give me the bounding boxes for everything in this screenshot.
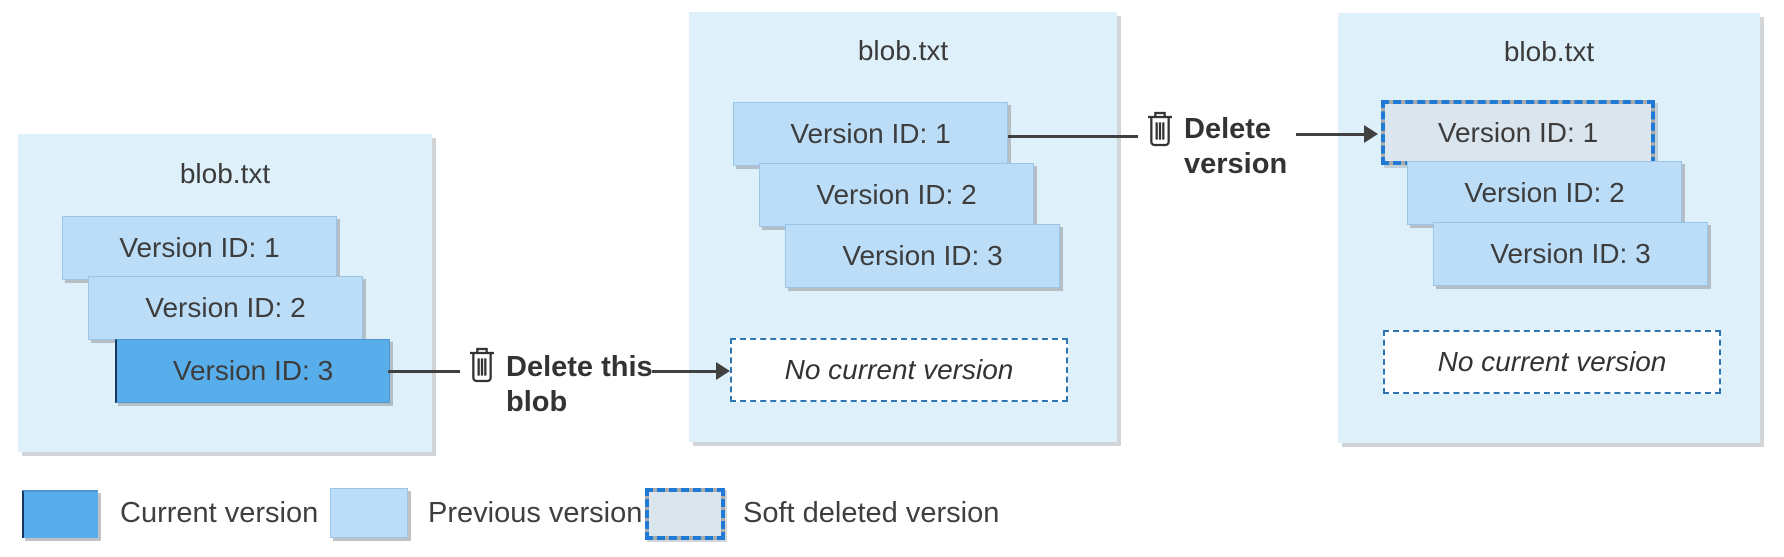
- legend-label-previous-version: Previous version: [428, 497, 643, 529]
- connector-line: [1008, 135, 1138, 138]
- version-label: Version ID: 1: [1437, 116, 1599, 148]
- version-box-previous: Version ID: 3: [1433, 222, 1708, 286]
- blob-panel-initial: blob.txt Version ID: 1 Version ID: 2 Ver…: [18, 134, 432, 452]
- version-box-previous: Version ID: 3: [785, 224, 1060, 288]
- arrow-line: [1296, 133, 1366, 136]
- connector-line: [388, 370, 460, 373]
- version-box-previous: Version ID: 1: [733, 102, 1008, 166]
- action-label-line1: Delete: [1184, 113, 1272, 145]
- blob-panel-after-delete-version: blob.txt Version ID: 1 Version ID: 2 Ver…: [1338, 13, 1760, 443]
- delete-version-label: Delete version: [1184, 112, 1287, 182]
- blob-name-title: blob.txt: [1503, 36, 1595, 67]
- legend-swatch-previous-version: [330, 488, 408, 538]
- trash-icon: [470, 347, 494, 383]
- version-label: Version ID: 2: [145, 292, 306, 323]
- version-box-previous: Version ID: 1: [62, 216, 337, 280]
- blob-name-title: blob.txt: [179, 158, 271, 189]
- blob-panel-after-delete-blob: blob.txt Version ID: 1 Version ID: 2 Ver…: [689, 12, 1117, 442]
- arrow-line: [652, 370, 718, 373]
- action-label-line2: blob: [506, 386, 568, 418]
- action-label-line1: Delete this: [506, 351, 653, 383]
- version-box-previous: Version ID: 2: [759, 163, 1034, 227]
- arrow-head-icon: [1364, 125, 1378, 143]
- version-label: Version ID: 1: [119, 232, 280, 263]
- trash-icon: [1148, 111, 1172, 147]
- legend-swatch-soft-deleted-version: [645, 488, 725, 540]
- delete-this-blob-label: Delete this blob: [506, 350, 653, 420]
- version-box-previous: Version ID: 2: [88, 276, 363, 340]
- version-label: Version ID: 2: [816, 179, 977, 210]
- version-label: Version ID: 3: [172, 355, 334, 386]
- blob-name-title: blob.txt: [857, 35, 949, 66]
- action-label-line2: version: [1184, 148, 1288, 180]
- no-current-version-box: No current version: [730, 338, 1068, 402]
- version-label: Version ID: 3: [1490, 238, 1651, 269]
- no-current-version-box: No current version: [1383, 330, 1721, 394]
- version-label: Version ID: 1: [790, 118, 951, 149]
- arrow-head-icon: [716, 362, 730, 380]
- version-box-current: Version ID: 3: [115, 339, 390, 403]
- legend-label-soft-deleted-version: Soft deleted version: [743, 497, 1000, 529]
- version-label: Version ID: 3: [842, 240, 1003, 271]
- legend-swatch-current-version: [22, 490, 98, 538]
- legend-label-current-version: Current version: [120, 497, 319, 529]
- version-label: Version ID: 2: [1464, 177, 1625, 208]
- version-box-previous: Version ID: 2: [1407, 161, 1682, 225]
- version-box-soft-deleted: Version ID: 1: [1381, 100, 1655, 165]
